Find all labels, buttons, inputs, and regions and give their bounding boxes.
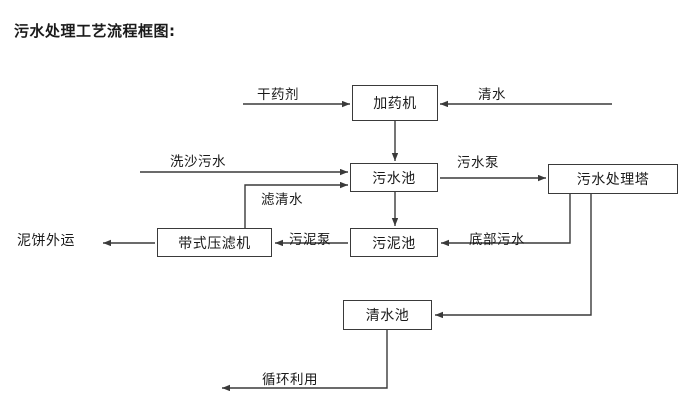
- edge-label-clean-water: 清水: [478, 87, 506, 103]
- edge-tower-to-clear-water-pool: [435, 194, 592, 319]
- edge-label-filtered-water: 滤清水: [261, 192, 303, 208]
- edge-label-recycle-reuse: 循环利用: [262, 372, 318, 388]
- edge-label-sand-wash-sewage: 洗沙污水: [170, 154, 226, 170]
- node-sludge-pool[interactable]: 污泥池: [350, 228, 438, 257]
- edge-label-sewage-pump: 污水泵: [457, 155, 499, 171]
- edge-label-bottom-sewage: 底部污水: [469, 232, 525, 248]
- edge-label-dry-chemical: 干药剂: [257, 87, 299, 103]
- node-dosing-machine[interactable]: 加药机: [352, 85, 438, 121]
- edge-filtered-water-to-sewage-pool: [244, 181, 348, 228]
- node-clear-water-pool[interactable]: 清水池: [343, 300, 432, 330]
- edge-label-sludge-pump: 污泥泵: [289, 232, 331, 248]
- edge-bottom-sewage-to-sludge-pool: [441, 194, 571, 247]
- node-belt-filter-press[interactable]: 带式压滤机: [157, 228, 272, 257]
- edge-clear-water-to-recycle: [222, 330, 388, 392]
- page-title: 污水处理工艺流程框图:: [14, 22, 176, 40]
- node-treatment-tower[interactable]: 污水处理塔: [548, 164, 678, 194]
- terminal-label-mud-cake-out: 泥饼外运: [17, 233, 75, 249]
- node-sewage-pool[interactable]: 污水池: [350, 163, 438, 192]
